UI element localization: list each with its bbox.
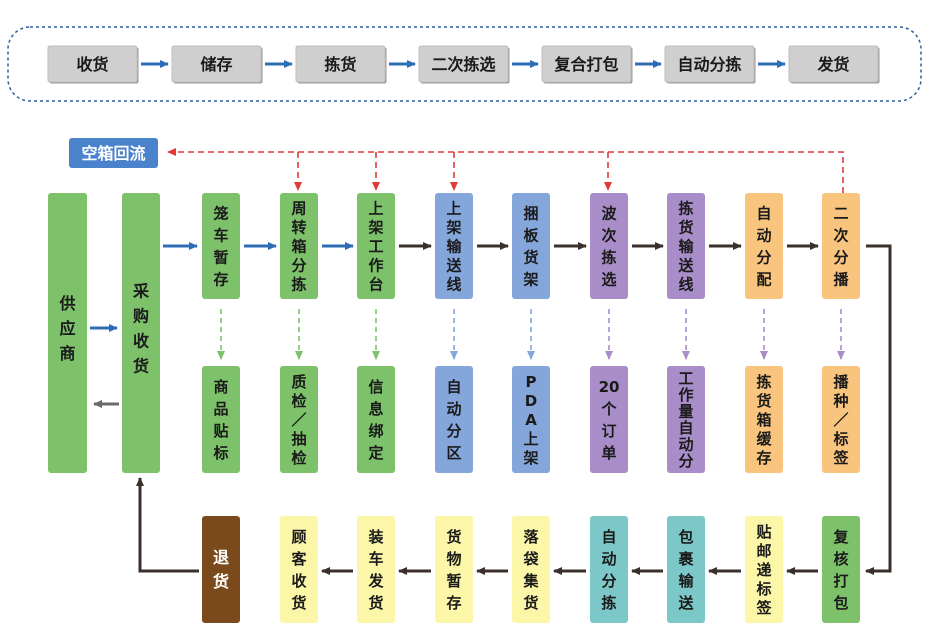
- receiving-label: 采购收货: [132, 281, 149, 375]
- process-node-label: 笼车暂存: [212, 204, 228, 288]
- process-node: 拣货输送线: [667, 193, 705, 299]
- detail-node-label: 工作量自动分: [678, 370, 693, 471]
- process-node-label: 波次拣选: [601, 204, 617, 288]
- top-step: 自动分拣: [664, 45, 756, 84]
- outbound-node: 包裹输送: [667, 516, 705, 623]
- outbound-node-label: 包裹输送: [677, 528, 694, 612]
- outbound-node: 顾客收货: [280, 516, 318, 623]
- top-step: 二次拣选: [418, 45, 510, 84]
- outbound-node: 自动分拣: [590, 516, 628, 623]
- process-node-label: 上架输送线: [445, 199, 462, 293]
- process-node: 笼车暂存: [202, 193, 240, 299]
- detail-node: 商品贴标: [202, 366, 240, 473]
- process-node: 上架工作台: [357, 193, 395, 299]
- detail-node-label: 自动分区: [446, 378, 461, 462]
- red-dashed-return: [167, 148, 844, 193]
- process-node-label: 拣货输送线: [677, 199, 694, 293]
- return-label: 退货: [213, 548, 229, 591]
- detail-node: 自动分区: [435, 366, 473, 473]
- empty-box-return-label: 空箱回流: [81, 144, 145, 163]
- detail-node: 信息绑定: [357, 366, 395, 473]
- empty-box-return: 空箱回流: [69, 138, 158, 168]
- outbound-node-label: 顾客收货: [290, 528, 307, 612]
- outbound-node-label: 复核打包: [832, 528, 849, 612]
- detail-node: 工作量自动分: [667, 366, 705, 473]
- top-step: 储存: [171, 45, 263, 84]
- return-to-receiving-arrow: [136, 477, 199, 573]
- outbound-node-label: 货物暂存: [446, 528, 461, 612]
- process-node: 上架输送线: [435, 193, 473, 299]
- top-step: 拣货: [295, 45, 387, 84]
- top-step-label: 二次拣选: [431, 55, 495, 74]
- outbound-node: 落袋集货: [512, 516, 550, 623]
- outbound-node-label: 贴邮递标签: [755, 523, 772, 617]
- receiving-node: 采购收货: [122, 193, 160, 473]
- outbound-node-label: 装车发货: [367, 528, 384, 612]
- supplier-node: 供应商: [48, 193, 87, 473]
- top-step-label: 复合打包: [553, 55, 618, 74]
- outbound-node: 复核打包: [822, 516, 860, 623]
- detail-node-label: 信息绑定: [368, 378, 383, 462]
- detail-node: 播种／标签: [822, 366, 860, 473]
- return-node: 退货: [202, 516, 240, 623]
- top-step: 收货: [47, 45, 139, 84]
- top-step-label: 储存: [199, 55, 232, 74]
- process-node: 周转箱分拣: [280, 193, 318, 299]
- process-node-label: 捆板货架: [522, 204, 539, 288]
- outbound-node-label: 落袋集货: [522, 528, 539, 612]
- process-node: 波次拣选: [590, 193, 628, 299]
- main-row: 笼车暂存 周转箱分拣 上架工作台 上架输送线 捆板货架 波次拣选 拣货输送线 自动分配 二次分播: [163, 193, 860, 299]
- top-flow-container: [7, 26, 922, 102]
- outbound-node: 装车发货: [357, 516, 395, 623]
- top-step-label: 自动分拣: [677, 55, 741, 74]
- process-node: 二次分播: [822, 193, 860, 299]
- detail-node: 质检／抽检: [280, 366, 318, 473]
- outbound-node-label: 自动分拣: [601, 528, 616, 612]
- top-step: 复合打包: [541, 45, 633, 84]
- outbound-node: 贴邮递标签: [745, 516, 783, 623]
- top-step-label: 发货: [816, 55, 849, 74]
- detail-node-label: 商品贴标: [212, 378, 228, 462]
- process-node: 自动分配: [745, 193, 783, 299]
- detail-node-label: 播种／标签: [832, 373, 849, 467]
- process-node: 捆板货架: [512, 193, 550, 299]
- process-node-label: 自动分配: [756, 204, 771, 288]
- outbound-node: 货物暂存: [435, 516, 473, 623]
- detail-node-label: 拣货箱缓存: [756, 373, 772, 467]
- process-node-label: 上架工作台: [367, 199, 383, 293]
- top-step-label: 收货: [76, 55, 108, 74]
- supplier-label: 供应商: [58, 294, 75, 363]
- right-loop-arrow: [865, 244, 892, 575]
- top-step-label: 拣货: [324, 55, 356, 74]
- detail-node-label: 质检／抽检: [291, 373, 306, 467]
- process-node-label: 周转箱分拣: [291, 199, 306, 293]
- process-node-label: 二次分播: [833, 204, 849, 288]
- top-step: 发货: [788, 45, 880, 84]
- detail-node: 拣货箱缓存: [745, 366, 783, 473]
- bottom-row: 复核打包 贴邮递标签 包裹输送 自动分拣 落袋集货 货物暂存 装车发货 顾客收货: [280, 516, 860, 623]
- top-flow: 收货 储存 拣货 二次拣选 复合打包 自动分拣 发货: [47, 45, 880, 84]
